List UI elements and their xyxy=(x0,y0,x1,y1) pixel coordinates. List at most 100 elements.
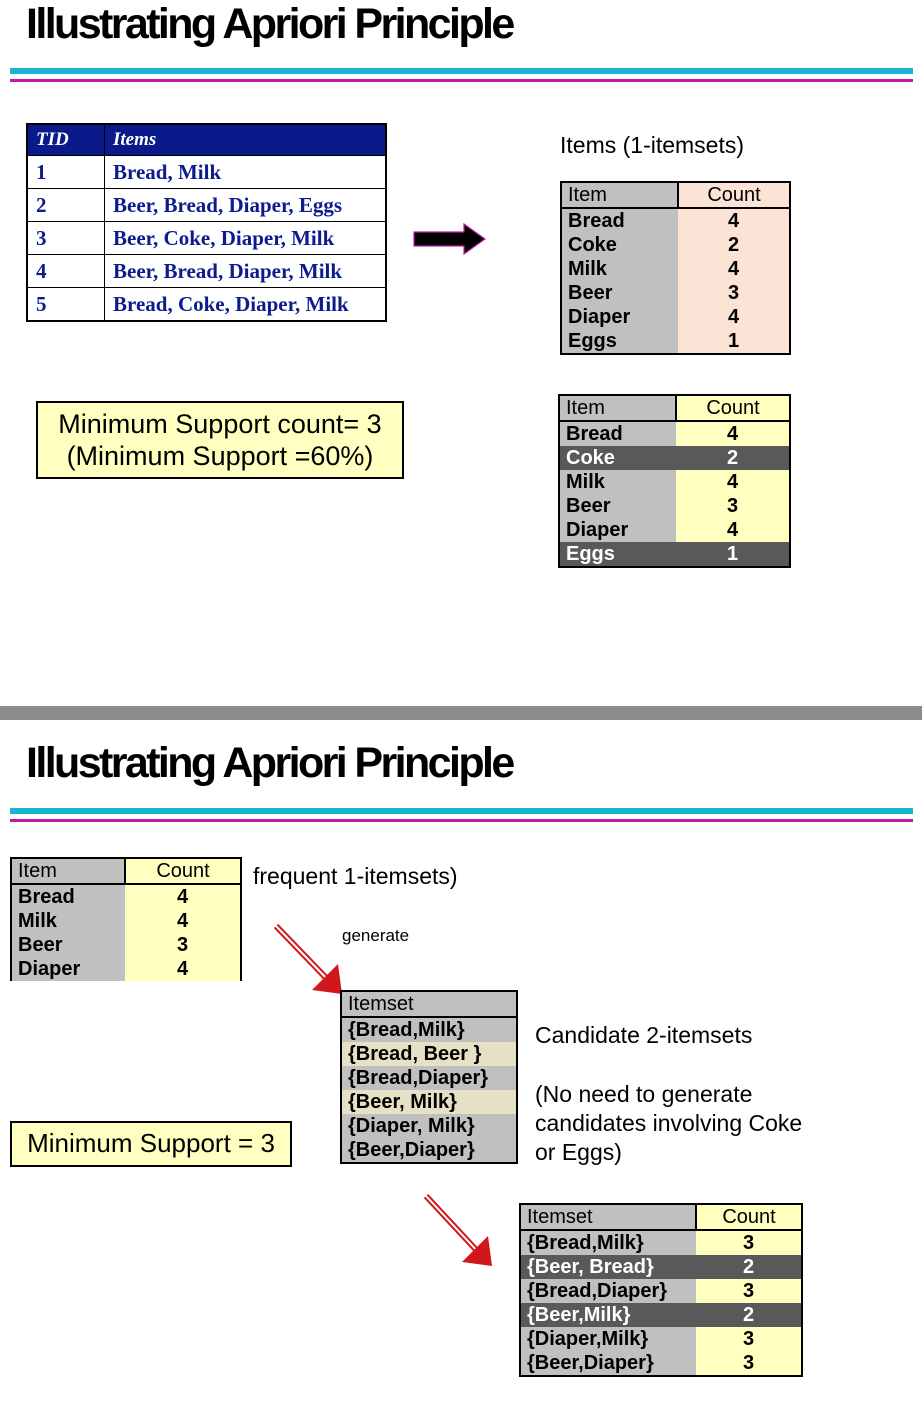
table-row: 5 Bread, Coke, Diaper, Milk xyxy=(26,287,387,322)
table-row: 4 Beer, Bread, Diaper, Milk xyxy=(26,254,387,288)
count-cell: 3 xyxy=(125,933,241,957)
count-cell: 4 xyxy=(125,957,241,981)
note-text: (No need to generate candidates involvin… xyxy=(535,1080,802,1167)
itemset-header: Itemset xyxy=(520,1204,696,1231)
table-row: 1 Bread, Milk xyxy=(26,155,387,189)
itemset-cell: {Diaper,Milk} xyxy=(520,1327,696,1351)
count-cell: 4 xyxy=(678,305,790,329)
itemset-cell: {Bread,Milk} xyxy=(341,1017,517,1042)
tid-cell: 2 xyxy=(26,188,105,222)
table-row: {Diaper, Milk} xyxy=(341,1114,517,1138)
items-caption: Items (1-itemsets) xyxy=(560,132,745,158)
count-cell: 2 xyxy=(696,1303,802,1327)
count-cell: 3 xyxy=(696,1327,802,1351)
table-row: {Bread,Diaper}3 xyxy=(520,1279,802,1303)
item-cell: Milk xyxy=(11,909,125,933)
itemset-cell: {Beer,Diaper} xyxy=(520,1351,696,1376)
count-cell: 3 xyxy=(676,494,790,518)
count-cell: 4 xyxy=(678,257,790,281)
count-cell: 4 xyxy=(125,909,241,933)
itemset-cell: {Diaper, Milk} xyxy=(341,1114,517,1138)
item-cell: Milk xyxy=(561,257,678,281)
table-row: 3 Beer, Coke, Diaper, Milk xyxy=(26,221,387,255)
table-row: {Diaper,Milk}3 xyxy=(520,1327,802,1351)
cyan-divider xyxy=(10,808,913,814)
item-cell: Bread xyxy=(559,421,676,446)
right-arrow-icon xyxy=(413,222,487,256)
count-header: Count xyxy=(677,182,790,209)
item-cell: Beer xyxy=(11,933,125,957)
item-header: Item xyxy=(561,182,678,209)
tid-cell: 4 xyxy=(26,254,105,288)
slide-1-title: Illustrating Apriori Principle xyxy=(26,0,515,48)
count-cell: 3 xyxy=(696,1351,802,1376)
item-cell: Diaper xyxy=(559,518,676,542)
count-cell: 4 xyxy=(125,884,241,909)
table-row: {Beer,Diaper}3 xyxy=(520,1351,802,1376)
table-row: {Bread,Diaper} xyxy=(341,1066,517,1090)
items-cell: Bread, Milk xyxy=(104,155,387,189)
items-cell: Beer, Coke, Diaper, Milk xyxy=(104,221,387,255)
candidate-caption: Candidate 2-itemsets xyxy=(535,1022,753,1048)
count-cell: 2 xyxy=(678,233,790,257)
count-cell: 3 xyxy=(696,1279,802,1303)
itemset-cell: {Bread,Diaper} xyxy=(341,1066,517,1090)
table-row: {Bread,Milk}3 xyxy=(520,1230,802,1255)
note-line: (No need to generate xyxy=(535,1081,753,1107)
pruned-row: {Beer, Bread}2 xyxy=(520,1255,802,1279)
count-cell: 1 xyxy=(676,542,790,567)
slide-2-title: Illustrating Apriori Principle xyxy=(26,739,515,787)
count-cell: 4 xyxy=(676,518,790,542)
minimum-support-box: Minimum Support count= 3 (Minimum Suppor… xyxy=(36,401,404,479)
frequent-caption: frequent 1-itemsets) xyxy=(253,863,458,889)
table-row: 2 Beer, Bread, Diaper, Eggs xyxy=(26,188,387,222)
item-cell: Bread xyxy=(11,884,125,909)
count-cell: 2 xyxy=(676,446,790,470)
items-header: Items xyxy=(104,123,387,156)
itemset-cell: {Bread,Milk} xyxy=(520,1230,696,1255)
itemset-count-table: Itemset Count {Bread,Milk}3 {Beer, Bread… xyxy=(519,1203,803,1377)
item-cell: Milk xyxy=(559,470,676,494)
item-cell: Beer xyxy=(561,281,678,305)
slide-1: Illustrating Apriori Principle TID Items… xyxy=(0,0,922,706)
itemset-header: Itemset xyxy=(341,991,517,1018)
candidate-itemset-table: Itemset {Bread,Milk} {Bread, Beer } {Bre… xyxy=(340,990,518,1164)
count-cell: 2 xyxy=(696,1255,802,1279)
itemset-cell: {Bread, Beer } xyxy=(341,1042,517,1066)
slide-2: Illustrating Apriori Principle Item Coun… xyxy=(0,720,922,1422)
item-cell: Diaper xyxy=(11,957,125,981)
item-header: Item xyxy=(559,395,676,422)
itemset-cell: {Beer,Milk} xyxy=(520,1303,696,1327)
down-right-arrow-icon xyxy=(423,1193,492,1266)
itemset-cell: {Bread,Diaper} xyxy=(520,1279,696,1303)
pruned-row: {Beer,Milk}2 xyxy=(520,1303,802,1327)
count-cell: 3 xyxy=(678,281,790,305)
count-cell: 4 xyxy=(678,208,790,233)
item-cell: Diaper xyxy=(561,305,678,329)
tid-cell: 5 xyxy=(26,287,105,322)
support-percent-text: (Minimum Support =60%) xyxy=(66,441,374,471)
magenta-divider xyxy=(10,79,913,82)
cyan-divider xyxy=(10,68,913,74)
magenta-divider xyxy=(10,819,913,822)
table-row: {Bread,Milk} xyxy=(341,1017,517,1042)
itemset-cell: {Beer, Bread} xyxy=(520,1255,696,1279)
table-row: {Beer,Diaper} xyxy=(341,1138,517,1163)
tid-cell: 1 xyxy=(26,155,105,189)
itemset-cell: {Beer,Diaper} xyxy=(341,1138,517,1163)
